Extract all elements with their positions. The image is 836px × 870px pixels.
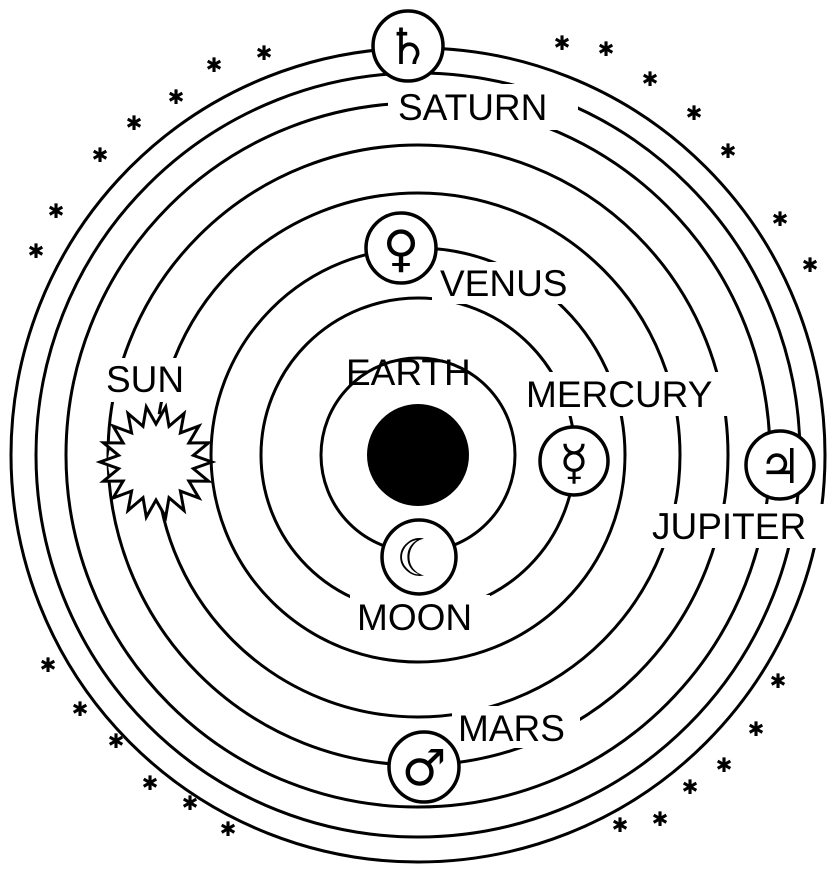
star-icon: ✱ (682, 775, 699, 799)
sun-icon (95, 402, 217, 522)
saturn-medallion: ♄ (371, 9, 445, 83)
star-icon: ✱ (206, 53, 223, 77)
star-icon: ✱ (720, 139, 737, 163)
star-icon: ✱ (716, 753, 733, 777)
venus-symbol-icon: ♀ (383, 220, 420, 278)
moon-symbol-icon: ☾ (396, 529, 443, 589)
star-field: ✱✱✱✱✱✱✱✱✱✱✱✱✱✱✱✱✱✱✱✱✱✱✱✱✱✱ (28, 31, 819, 841)
saturn-symbol-icon: ♄ (386, 18, 431, 76)
earth-icon (367, 404, 469, 506)
jupiter-medallion: ♃ (744, 429, 816, 501)
mars-medallion: ♂ (387, 730, 461, 804)
label-moon: MOON (357, 597, 472, 638)
label-sun: SUN (106, 359, 184, 400)
jupiter-symbol-icon: ♃ (758, 439, 801, 495)
label-jupiter: JUPITER (652, 506, 806, 547)
star-icon: ✱ (182, 791, 199, 815)
label-saturn: SATURN (398, 87, 547, 128)
star-icon: ✱ (772, 207, 789, 231)
star-icon: ✱ (802, 253, 819, 277)
label-mars: MARS (458, 708, 565, 749)
star-icon: ✱ (652, 807, 669, 831)
mars-symbol-icon: ♂ (402, 739, 447, 797)
star-icon: ✱ (770, 669, 787, 693)
star-icon: ✱ (554, 31, 571, 55)
star-icon: ✱ (28, 239, 45, 263)
star-icon: ✱ (92, 143, 109, 167)
label-venus: VENUS (440, 263, 567, 304)
star-icon: ✱ (748, 717, 765, 741)
star-icon: ✱ (612, 813, 629, 837)
mercury-symbol-icon: ☿ (559, 435, 588, 491)
star-icon: ✱ (598, 37, 615, 61)
star-icon: ✱ (220, 817, 237, 841)
star-icon: ✱ (48, 199, 65, 223)
star-icon: ✱ (108, 729, 125, 753)
label-mercury: MERCURY (526, 374, 712, 415)
star-icon: ✱ (686, 101, 703, 125)
star-icon: ✱ (40, 653, 57, 677)
star-icon: ✱ (72, 697, 89, 721)
moon-medallion: ☾ (380, 518, 458, 596)
star-icon: ✱ (168, 85, 185, 109)
star-icon: ✱ (142, 771, 159, 795)
star-icon: ✱ (126, 111, 143, 135)
mercury-medallion: ☿ (538, 425, 610, 497)
venus-medallion: ♀ (364, 211, 438, 285)
star-icon: ✱ (642, 67, 659, 91)
label-earth: EARTH (346, 352, 471, 393)
star-icon: ✱ (256, 41, 273, 65)
